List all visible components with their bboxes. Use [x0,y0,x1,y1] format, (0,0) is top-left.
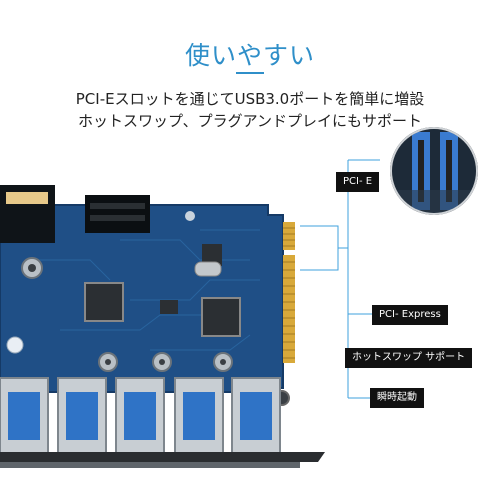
internal-connectors [0,185,150,243]
usb3-ports [0,377,281,454]
title-underline [236,72,264,74]
callout-pcie: PCI- E [336,172,380,192]
callout-pci-express: PCI- Express [372,305,448,325]
pcie-slot-zoom-inset [390,127,478,215]
pcie-gold-fingers [283,222,295,363]
callout-lines [300,159,380,399]
callout-hot-swap: ホットスワップ サポート [345,348,473,368]
controller-chips [84,244,241,337]
metal-bracket [0,452,325,468]
page-title: 使いやすい [184,41,315,70]
capacitors [21,257,290,406]
description-line-2: ホットスワップ、プラグアンドプレイにもサポート [78,112,422,130]
callout-instant-start: 瞬時起動 [370,388,424,408]
description-line-1: PCI-Eスロットを通じてUSB3.0ポートを簡単に増設 [75,90,425,108]
